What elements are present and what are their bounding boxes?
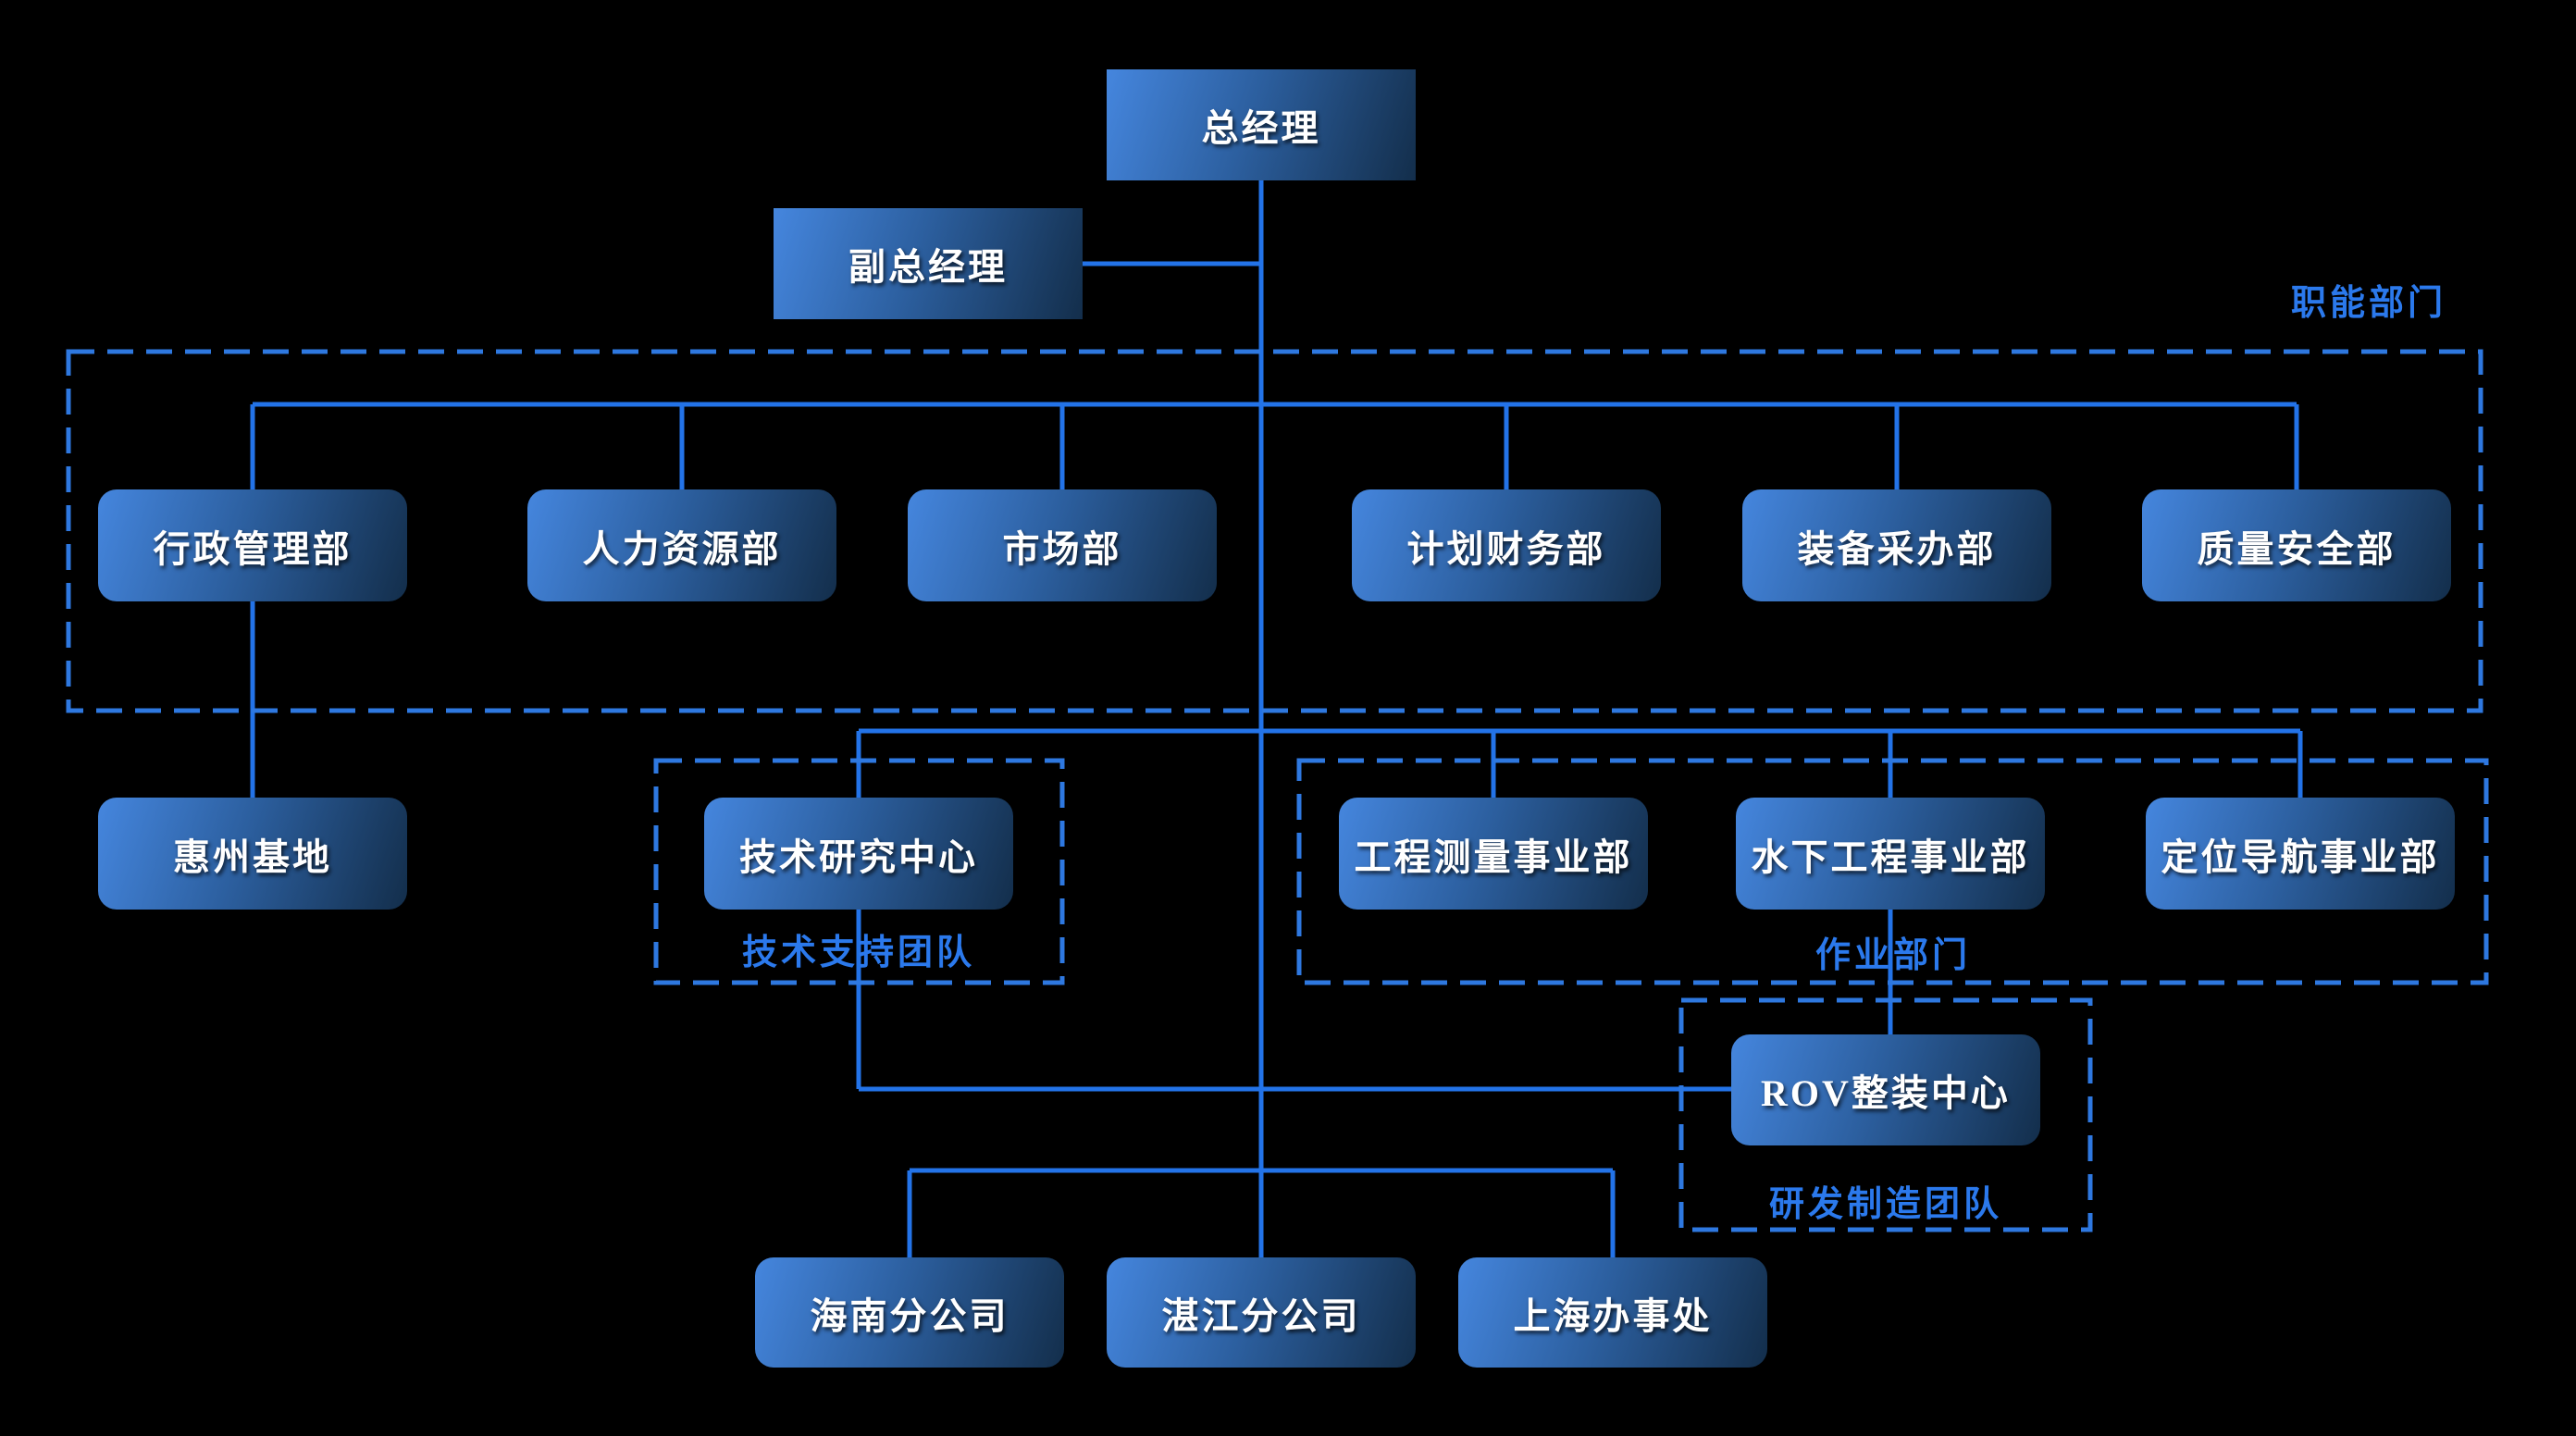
org-node-underwater-division: 水下工程事业部 xyxy=(1736,798,2045,910)
org-node-label: 水下工程事业部 xyxy=(1751,836,2030,878)
group-border-operations xyxy=(1296,758,2489,985)
org-node-finance-dept: 计划财务部 xyxy=(1352,489,1661,601)
org-node-marketing-dept: 市场部 xyxy=(908,489,1217,601)
org-node-quality-safety-dept: 质量安全部 xyxy=(2142,489,2451,601)
org-node-label: 总经理 xyxy=(1201,107,1321,149)
org-node-survey-division: 工程测量事业部 xyxy=(1339,798,1648,910)
org-node-huizhou-base: 惠州基地 xyxy=(98,798,407,910)
group-label-operations: 作业部门 xyxy=(1814,936,1971,975)
org-node-label: 海南分公司 xyxy=(810,1294,1009,1337)
org-node-label: 计划财务部 xyxy=(1406,527,1606,570)
org-node-navigation-division: 定位导航事业部 xyxy=(2146,798,2455,910)
org-node-general-manager: 总经理 xyxy=(1107,69,1416,180)
org-node-equipment-dept: 装备采办部 xyxy=(1742,489,2051,601)
org-node-label: 湛江分公司 xyxy=(1161,1294,1361,1337)
org-node-hr-dept: 人力资源部 xyxy=(527,489,836,601)
org-node-label: 市场部 xyxy=(1002,527,1122,570)
group-label-functional: 职能部门 xyxy=(2290,284,2446,323)
org-node-label: 质量安全部 xyxy=(2197,527,2396,570)
org-node-label: 行政管理部 xyxy=(153,527,353,570)
group-border-tech-support xyxy=(653,758,1065,985)
group-label-tech-support: 技术支持团队 xyxy=(741,934,975,972)
org-node-label: 上海办事处 xyxy=(1513,1294,1713,1337)
org-node-zhanjiang-branch: 湛江分公司 xyxy=(1107,1257,1416,1368)
org-node-label: 技术研究中心 xyxy=(739,836,978,878)
org-node-tech-research-center: 技术研究中心 xyxy=(704,798,1013,910)
org-node-admin-dept: 行政管理部 xyxy=(98,489,407,601)
org-node-label: 惠州基地 xyxy=(173,836,332,878)
group-border-rd-manufacturing xyxy=(1678,997,2093,1232)
org-node-label: ROV整装中心 xyxy=(1761,1072,2011,1114)
org-node-shanghai-office: 上海办事处 xyxy=(1458,1257,1767,1368)
org-node-label: 副总经理 xyxy=(848,246,1008,288)
org-node-label: 定位导航事业部 xyxy=(2161,836,2440,878)
org-node-hainan-branch: 海南分公司 xyxy=(755,1257,1064,1368)
org-node-rov-assembly-center: ROV整装中心 xyxy=(1731,1034,2040,1145)
group-label-rd-manufacturing: 研发制造团队 xyxy=(1768,1185,2002,1224)
group-border-functional xyxy=(66,349,2483,713)
org-node-label: 人力资源部 xyxy=(582,527,782,570)
org-node-label: 装备采办部 xyxy=(1797,527,1997,570)
org-node-label: 工程测量事业部 xyxy=(1354,836,1633,878)
org-node-deputy-general-manager: 副总经理 xyxy=(774,208,1083,319)
